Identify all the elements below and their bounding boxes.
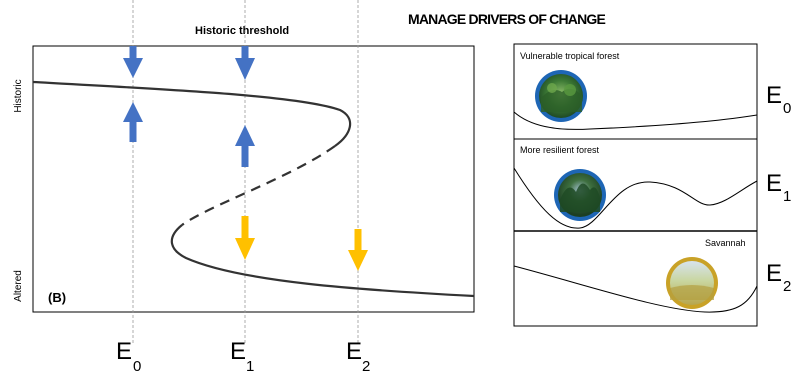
panel-label: (B): [48, 290, 66, 305]
stability-curve-3: [513, 265, 758, 313]
arrow-up-e1: [235, 125, 255, 167]
lower-branch-curve: [170, 224, 475, 298]
arrow-down-e2: [348, 229, 368, 271]
landscape-title-3: Savannah: [705, 238, 746, 248]
x-tick-e0-sub: 0: [133, 358, 141, 375]
y-label-altered: Altered: [13, 270, 24, 302]
x-tick-e1-sub: 1: [246, 358, 254, 375]
landscape-title-1: Vulnerable tropical forest: [520, 51, 620, 61]
landscape-label-e2: E 2: [766, 260, 791, 295]
landscape-label-e1: E 1: [766, 170, 791, 205]
stability-curve-1: [513, 111, 758, 130]
resilient-forest-image: [554, 169, 606, 221]
x-tick-e0-base: E: [116, 338, 132, 365]
x-tick-e2-base: E: [346, 338, 362, 365]
page-title: MANAGE DRIVERS OF CHANGE: [408, 11, 605, 27]
landscape-label-e1-base: E: [766, 170, 782, 197]
x-tick-e0: E 0: [116, 338, 141, 375]
arrow-down-e1-upper: [235, 46, 255, 80]
y-label-historic: Historic: [13, 79, 24, 112]
x-tick-e1: E 1: [230, 338, 254, 375]
x-tick-e2-sub: 2: [362, 358, 370, 375]
unstable-branch-curve: [181, 145, 336, 226]
landscape-label-e0-base: E: [766, 82, 782, 109]
tropical-forest-image: [535, 70, 587, 122]
threshold-label: Historic threshold: [195, 25, 289, 37]
stability-curve-2: [513, 167, 758, 229]
arrow-down-e0-upper: [123, 46, 143, 78]
savannah-image: [666, 257, 718, 309]
panel-b-frame: [32, 45, 475, 313]
landscape-label-e0: E 0: [766, 82, 791, 117]
landscape-label-e2-sub: 2: [783, 278, 791, 295]
x-tick-e1-base: E: [230, 338, 246, 365]
upper-branch-curve: [32, 80, 352, 147]
arrow-down-e1-lower: [235, 216, 255, 260]
x-tick-e2: E 2: [346, 338, 370, 375]
landscape-label-e0-sub: 0: [783, 100, 791, 117]
landscape-panel-frame: [513, 43, 758, 327]
landscape-label-e1-sub: 1: [783, 188, 791, 205]
landscape-title-2: More resilient forest: [520, 145, 600, 155]
arrow-up-e0: [123, 102, 143, 142]
landscape-label-e2-base: E: [766, 260, 782, 287]
